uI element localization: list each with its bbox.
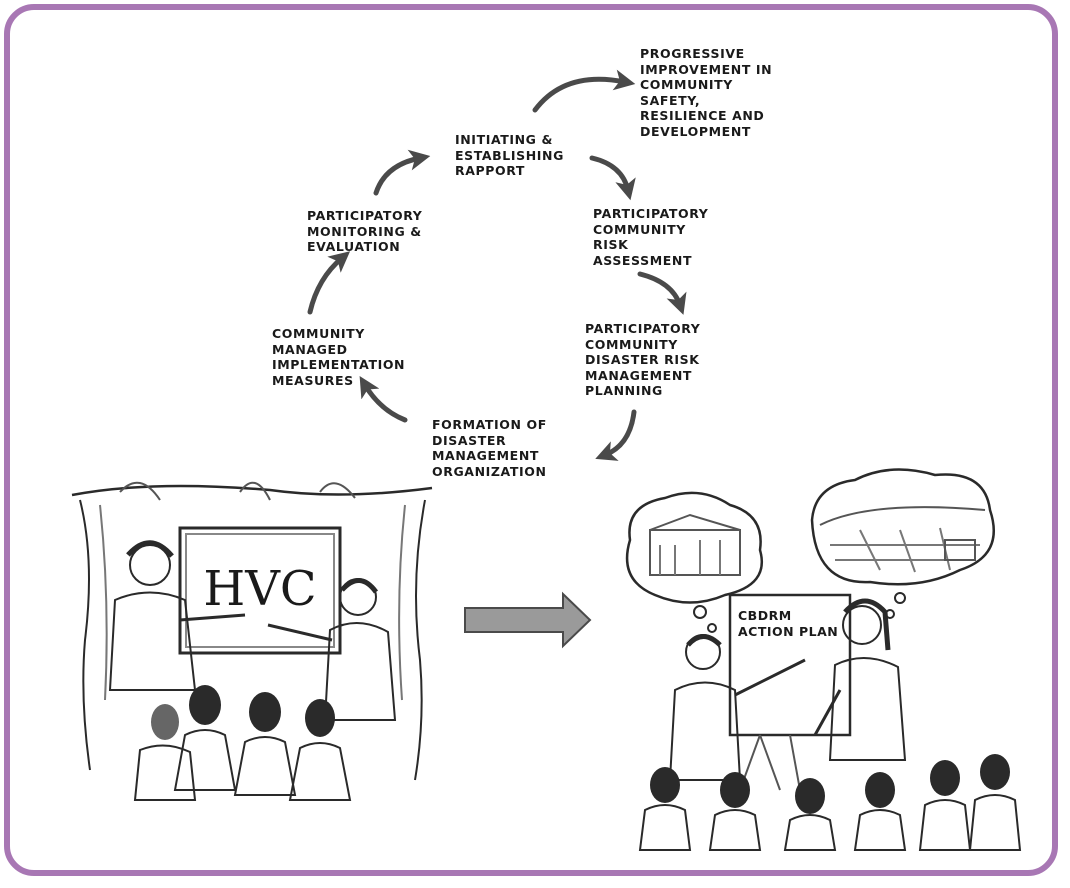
transition-arrow <box>464 591 592 649</box>
left-scene-illustration: HVC <box>71 481 433 801</box>
arrow-to-initiating <box>373 149 431 196</box>
board-cbdrm-line2: ACTION PLAN <box>738 624 838 639</box>
arrow-to-implementation <box>359 375 408 423</box>
arrow-to-monitoring <box>307 251 351 315</box>
board-hvc: HVC <box>203 561 316 617</box>
right-scene-illustration: CBDRM ACTION PLAN <box>625 468 1022 851</box>
arrow-to-outcome <box>532 69 636 113</box>
diagram-frame <box>4 4 1058 876</box>
arrow-to-formation <box>595 409 637 461</box>
arrow-to-planning <box>637 271 687 315</box>
board-cbdrm-line1: CBDRM <box>738 608 792 623</box>
arrow-to-risk-assessment <box>589 155 636 201</box>
